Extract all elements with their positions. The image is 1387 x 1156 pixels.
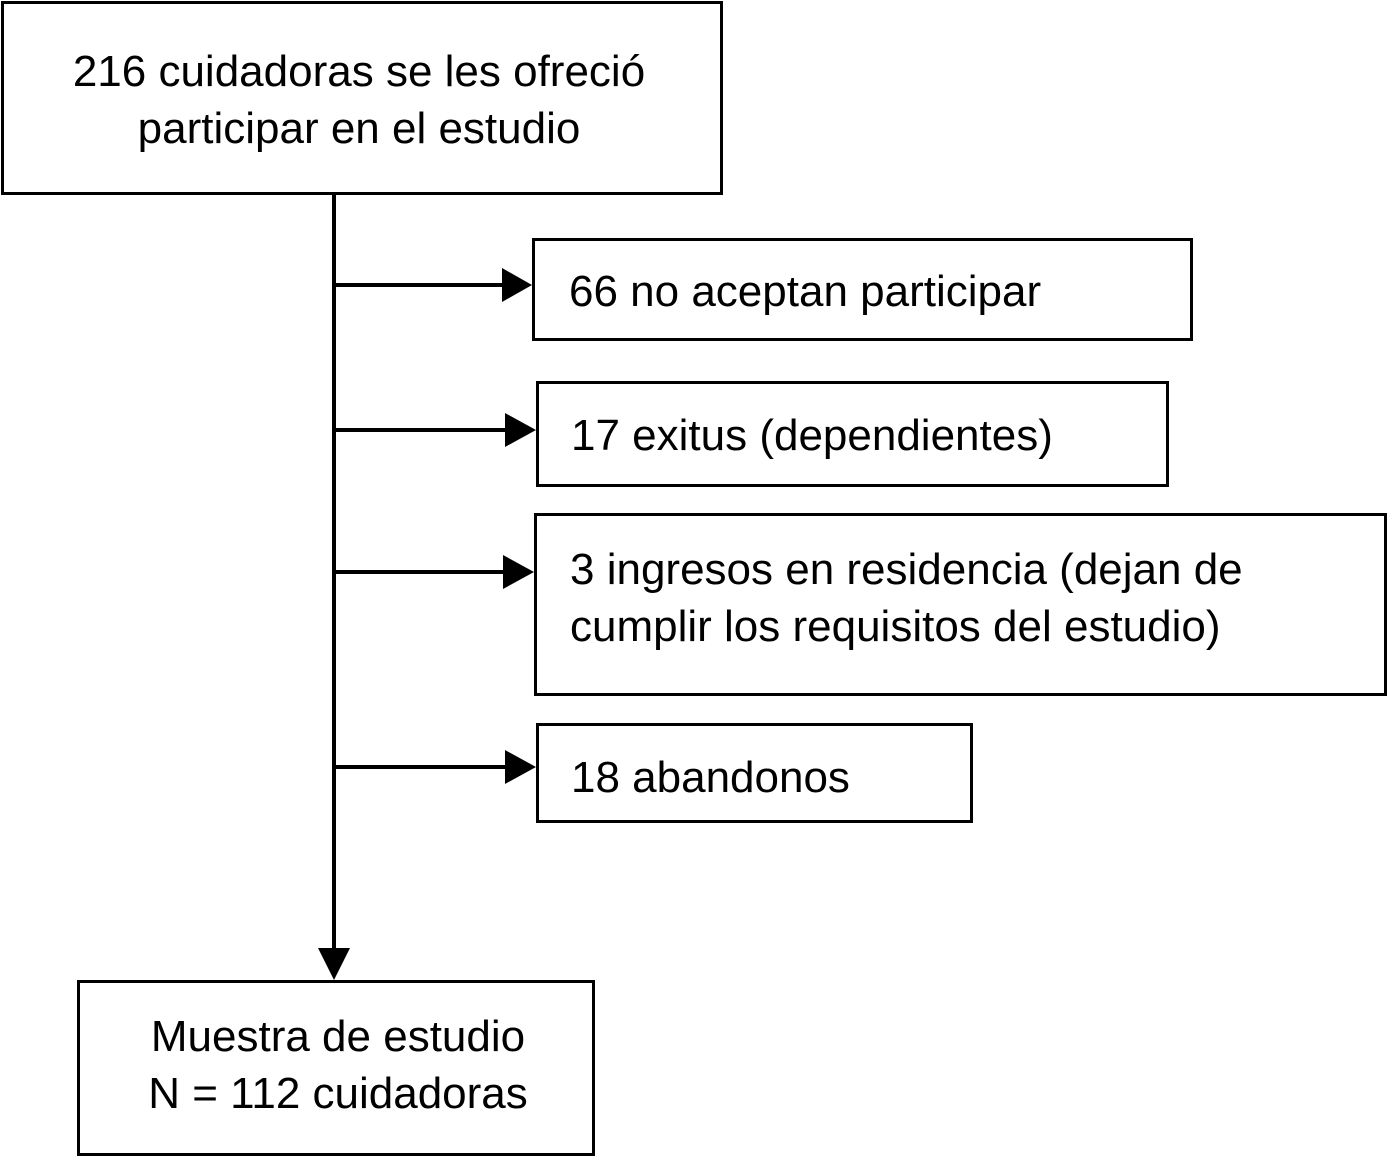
exclusion-text: 17 exitus (dependientes) [571,411,1053,460]
exclusion-text-line-1: 3 ingresos en residencia (dejan de [570,545,1243,594]
arrowhead-branch-4 [505,750,536,784]
arrowhead-branch-3 [503,555,534,589]
exclusion-box-deaths: 17 exitus (dependientes) [536,381,1169,487]
exclusion-box-declined: 66 no aceptan participar [532,238,1193,341]
exclusion-text: 18 abandonos [571,753,850,802]
exclusion-text-line-2: cumplir los requisitos del estudio) [570,602,1221,651]
arrowhead-branch-1 [502,268,532,302]
exclusion-box-residence: 3 ingresos en residencia (dejan de cumpl… [534,513,1387,696]
sample-text-line-2: N = 112 cuidadoras [148,1069,528,1118]
exclusion-text: 66 no aceptan participar [569,267,1042,316]
arrowhead-to-sample [318,948,350,980]
study-sample-box: Muestra de estudio N = 112 cuidadoras [77,980,595,1156]
enrollment-text-line-2: participar en el estudio [137,104,581,153]
sample-text-line-1: Muestra de estudio [150,1012,526,1061]
exclusion-box-dropouts: 18 abandonos [536,723,973,823]
arrowhead-branch-2 [505,413,536,447]
enrollment-box: 216 cuidadoras se les ofreció participar… [1,1,723,195]
enrollment-text-line-1: 216 cuidadoras se les ofreció [72,47,646,96]
